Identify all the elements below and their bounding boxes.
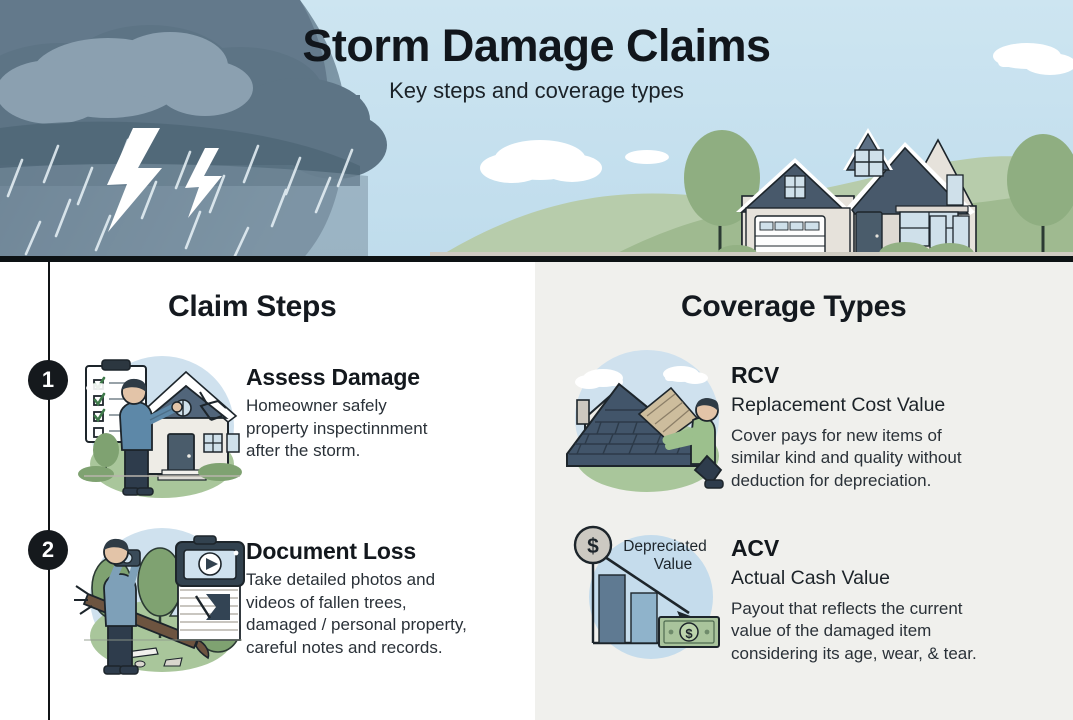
claim-step-1-text: Assess Damage Homeowner safely property …: [246, 346, 526, 463]
claim-steps-heading: Claim Steps: [168, 290, 337, 323]
hero-illustration: [0, 0, 1073, 262]
claim-step-2-text: Document Loss Take detailed photos and v…: [246, 520, 526, 659]
lightning-bolt-large: [107, 128, 162, 232]
coverage-acv-text: ACV Actual Cash Value Payout that reflec…: [731, 517, 1031, 665]
coverage-types-heading: Coverage Types: [681, 290, 907, 323]
coverage-item-acv[interactable]: $ Depreciated Value $: [555, 517, 1031, 673]
inspector-figure: [119, 378, 183, 496]
lightning-bolt-small: [185, 148, 222, 218]
coin-dollar-symbol: $: [587, 535, 599, 558]
roof-shingle-repair-icon: [555, 344, 731, 500]
claim-step-item-1[interactable]: Assess Damage Homeowner safely property …: [70, 346, 526, 502]
camera-fallen-tree-icon: [70, 520, 246, 676]
claim-step-2-title: Document Loss: [246, 538, 416, 564]
depreciated-label-line2: Value: [654, 556, 693, 573]
timeline-connector: [48, 262, 50, 720]
storm-scene: [0, 0, 387, 262]
step-number-2: 2: [28, 530, 68, 570]
claim-step-1-body: Homeowner safely property inspectinnment…: [246, 396, 428, 461]
coverage-rcv-name: Replacement Cost Value: [731, 394, 946, 417]
coverage-rcv-text: RCV Replacement Cost Value Cover pays fo…: [731, 344, 1031, 492]
depreciated-label-line1: Depreciated: [623, 538, 707, 555]
tree-left: [684, 130, 760, 258]
svg-text:$: $: [685, 626, 693, 641]
coverage-acv-body: Payout that reflects the current value o…: [731, 598, 977, 663]
coverage-rcv-body: Cover pays for new items of similar kind…: [731, 425, 962, 490]
coverage-acv-abbr: ACV: [731, 535, 779, 561]
coverage-types-panel: Coverage Types: [535, 262, 1073, 720]
hero-banner: Storm Damage Claims Key steps and covera…: [0, 0, 1073, 262]
coverage-rcv-abbr: RCV: [731, 362, 779, 388]
step-number-1: 1: [28, 360, 68, 400]
house-illustration: [717, 128, 977, 262]
hero-divider: [0, 256, 1073, 262]
content-panels: Claim Steps 1 2: [0, 262, 1073, 720]
tree-right: [1007, 134, 1073, 258]
roofer-figure: [662, 398, 724, 489]
coverage-item-rcv[interactable]: RCV Replacement Cost Value Cover pays fo…: [555, 344, 1031, 500]
claim-step-2-body: Take detailed photos and videos of falle…: [246, 570, 467, 657]
claim-step-item-2[interactable]: Document Loss Take detailed photos and v…: [70, 520, 526, 676]
claim-steps-panel: Claim Steps 1 2: [0, 262, 535, 720]
cloud-icon: [480, 43, 1073, 183]
home-inspection-clipboard-icon: [70, 346, 246, 502]
landscape-scene: [430, 43, 1073, 262]
claim-step-1-title: Assess Damage: [246, 364, 420, 390]
depreciation-chart-money-icon: $ Depreciated Value $: [555, 517, 731, 673]
video-camera-icon: [175, 535, 245, 587]
coverage-acv-name: Actual Cash Value: [731, 567, 890, 590]
photographer-figure: [103, 538, 141, 675]
banknote-icon: $: [658, 616, 720, 648]
